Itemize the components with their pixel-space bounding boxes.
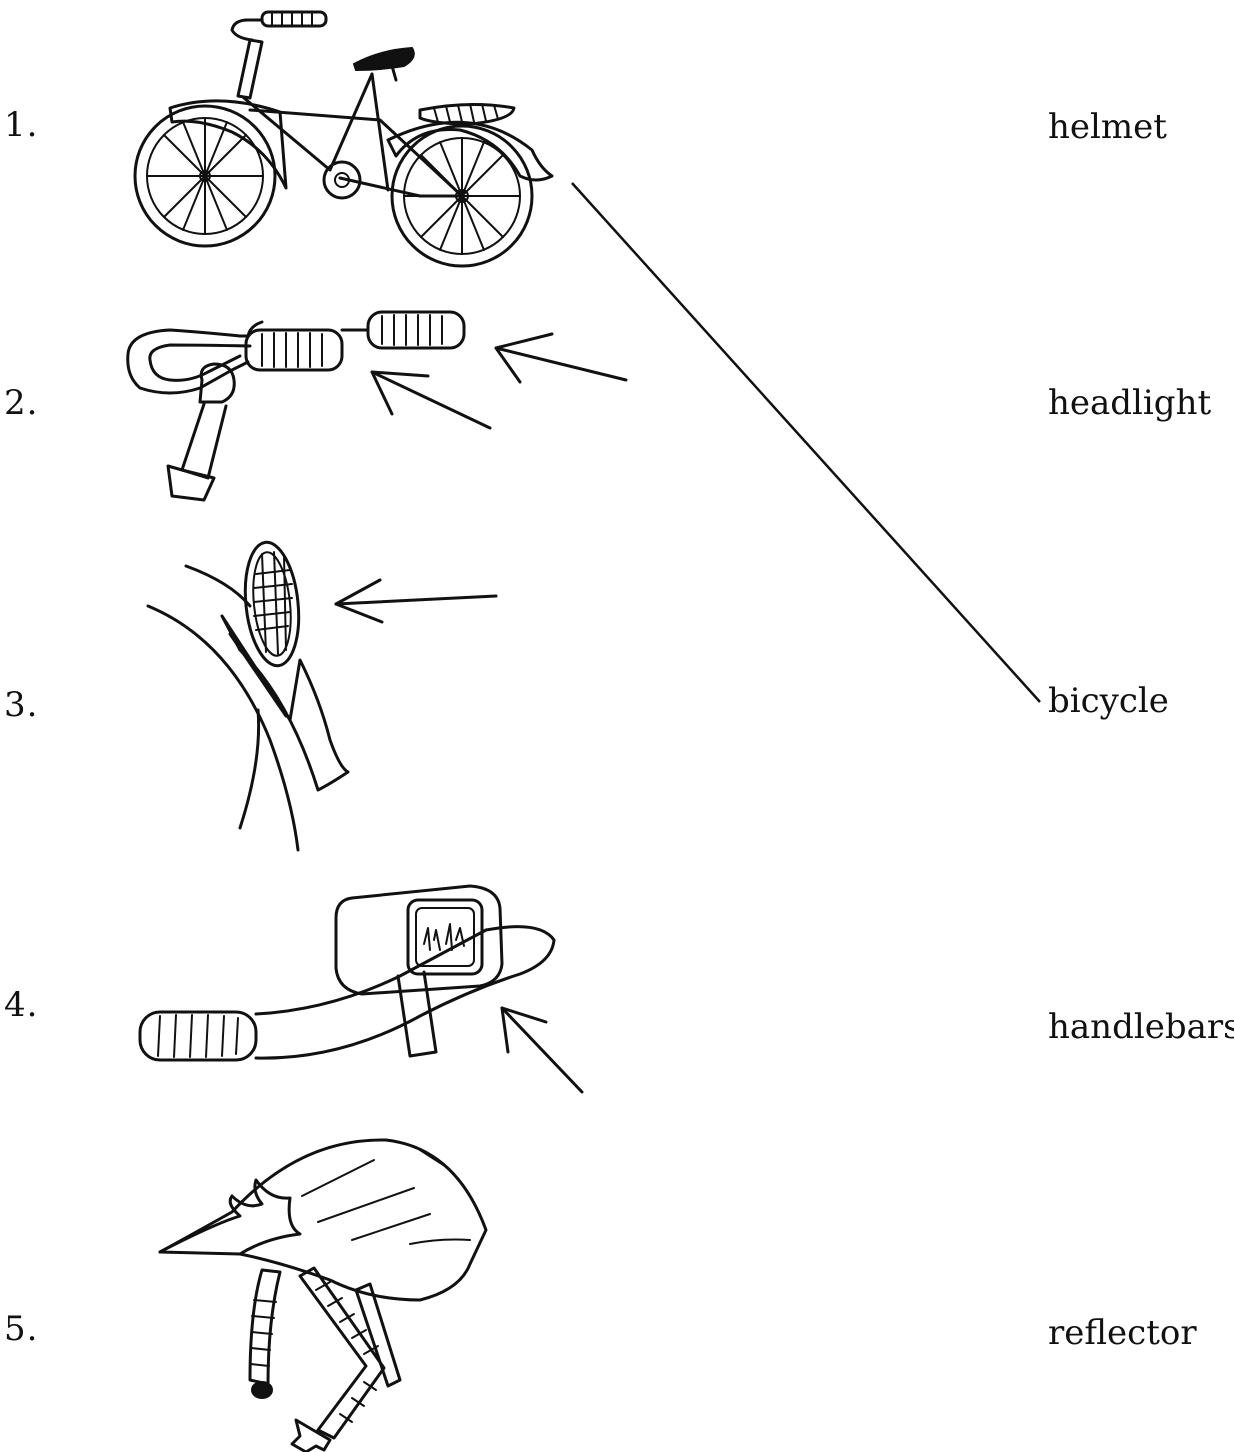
helmet-icon bbox=[160, 1140, 486, 1452]
reflector-icon bbox=[148, 540, 496, 850]
match-line bbox=[572, 183, 1040, 702]
headlight-icon bbox=[140, 886, 582, 1092]
bicycle-icon bbox=[135, 12, 552, 266]
handlebars-icon bbox=[128, 312, 626, 500]
